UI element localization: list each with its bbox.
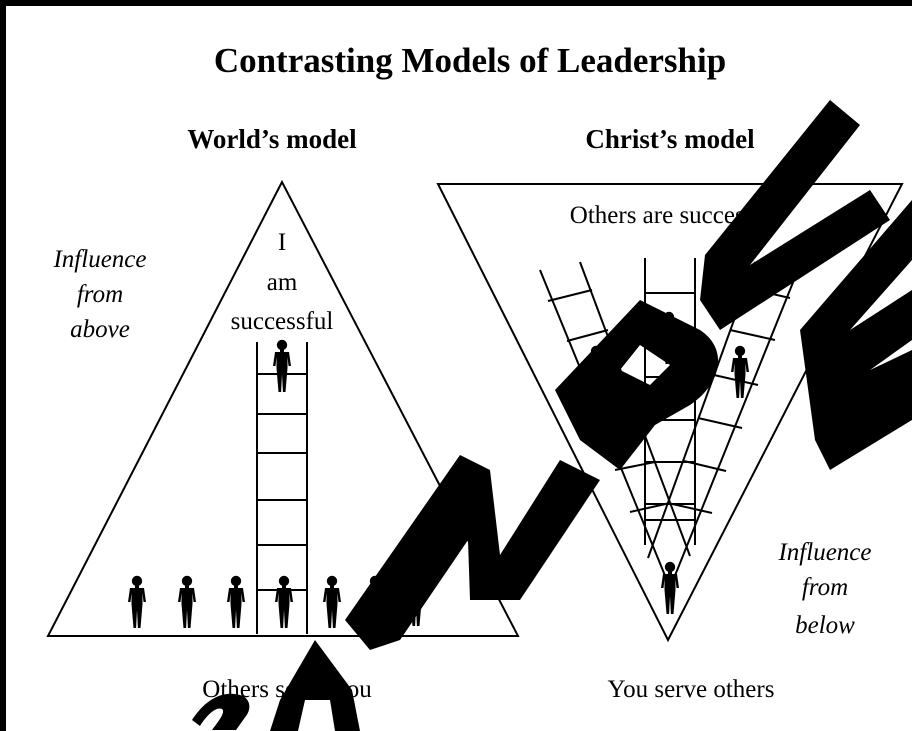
person-icon <box>227 575 245 628</box>
christs-inverted-pyramid <box>436 183 904 643</box>
person-icon <box>275 575 293 628</box>
worlds-pyramid <box>46 179 520 637</box>
christs-caption: You serve others <box>608 676 775 703</box>
influence-above-3: above <box>70 316 130 343</box>
influence-below-3: below <box>795 612 855 639</box>
apex-text-1: I <box>278 229 286 256</box>
worlds-model-heading: World’s model <box>187 124 357 154</box>
person-icon <box>128 575 146 628</box>
worlds-ladder <box>256 342 308 634</box>
person-icon <box>273 339 291 392</box>
page-title: Contrasting Models of Leadership <box>214 41 726 80</box>
influence-above-2: from <box>77 281 123 308</box>
influence-above-1: Influence <box>52 246 146 273</box>
person-icon <box>178 575 196 628</box>
person-icon <box>731 345 749 398</box>
influence-below-1: Influence <box>777 539 871 566</box>
christs-model-heading: Christ’s model <box>585 124 755 154</box>
worlds-model: World’s model I am successful Influence … <box>46 124 520 703</box>
apex-text-2: am <box>267 269 298 296</box>
apex-text-3: successful <box>231 308 334 335</box>
influence-below-2: from <box>802 574 848 601</box>
sample-watermark <box>192 100 912 731</box>
person-icon <box>323 575 341 628</box>
